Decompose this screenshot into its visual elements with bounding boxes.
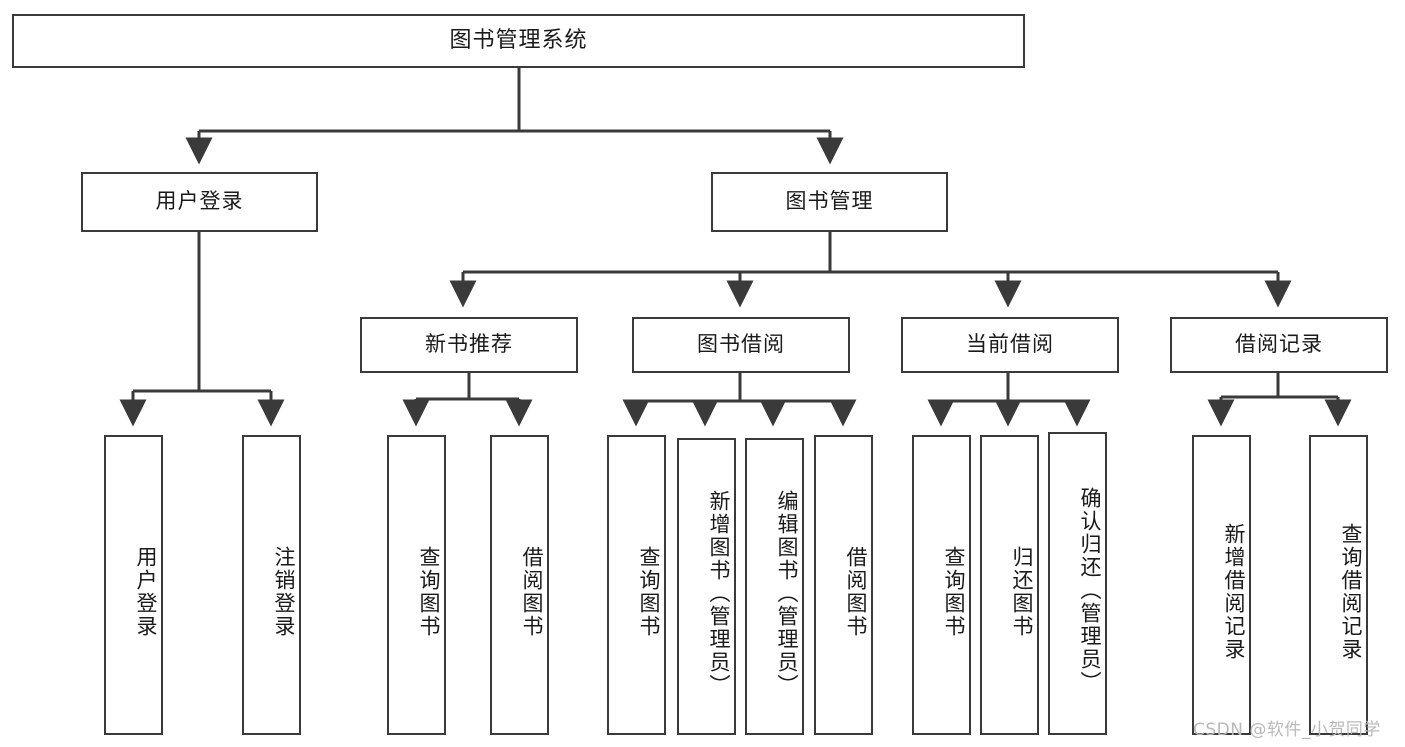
- node-label: 新增图书（管理员）: [707, 490, 731, 697]
- node-label: 查询图书: [942, 546, 966, 638]
- node-label: 用户登录: [155, 189, 244, 214]
- node-new-book-recommendation[interactable]: 新书推荐: [360, 317, 578, 373]
- leaf-node-query-book-new-rec[interactable]: 查询图书: [387, 435, 446, 735]
- node-label: 用户登录: [134, 546, 158, 638]
- leaf-node-query-borrow-record[interactable]: 查询借阅记录: [1309, 435, 1368, 735]
- leaf-node-logout[interactable]: 注销登录: [242, 435, 301, 735]
- node-label: 新增借阅记录: [1222, 523, 1246, 661]
- node-label: 图书管理: [785, 189, 874, 214]
- leaf-node-return-book[interactable]: 归还图书: [980, 435, 1039, 735]
- node-label: 归还图书: [1010, 546, 1034, 638]
- node-label: 注销登录: [272, 546, 296, 638]
- node-label: 借阅图书: [520, 546, 544, 638]
- leaf-node-add-book-admin[interactable]: 新增图书（管理员）: [677, 438, 736, 735]
- node-label: 查询图书: [637, 546, 661, 638]
- node-current-borrow[interactable]: 当前借阅: [901, 317, 1119, 373]
- leaf-node-edit-book-admin[interactable]: 编辑图书（管理员）: [745, 438, 804, 735]
- node-book-borrow[interactable]: 图书借阅: [632, 317, 850, 373]
- node-borrow-record[interactable]: 借阅记录: [1170, 317, 1388, 373]
- node-label: 确认归还（管理员）: [1078, 487, 1102, 694]
- node-label: 借阅图书: [844, 546, 868, 638]
- node-label: 借阅记录: [1235, 332, 1323, 357]
- leaf-node-query-book-current[interactable]: 查询图书: [912, 435, 971, 735]
- node-root-book-management-system[interactable]: 图书管理系统: [12, 14, 1025, 68]
- leaf-node-query-book-borrow[interactable]: 查询图书: [607, 435, 666, 735]
- node-book-management[interactable]: 图书管理: [711, 172, 948, 232]
- leaf-node-borrow-book[interactable]: 借阅图书: [814, 435, 873, 735]
- node-label: 当前借阅: [966, 332, 1054, 357]
- node-label: 新书推荐: [425, 332, 513, 357]
- leaf-node-user-login[interactable]: 用户登录: [104, 435, 163, 735]
- leaf-node-borrow-book-new-rec[interactable]: 借阅图书: [490, 435, 549, 735]
- leaf-node-confirm-return-admin[interactable]: 确认归还（管理员）: [1048, 432, 1107, 735]
- node-label: 图书借阅: [697, 332, 785, 357]
- node-label: 查询借阅记录: [1339, 523, 1363, 661]
- leaf-node-add-borrow-record[interactable]: 新增借阅记录: [1192, 435, 1251, 735]
- csdn-watermark: CSDN @软件_小贺同学: [1193, 720, 1381, 740]
- node-label: 图书管理系统: [449, 27, 588, 53]
- node-user-login[interactable]: 用户登录: [81, 172, 318, 232]
- node-label: 查询图书: [417, 546, 441, 638]
- node-label: 编辑图书（管理员）: [775, 490, 799, 697]
